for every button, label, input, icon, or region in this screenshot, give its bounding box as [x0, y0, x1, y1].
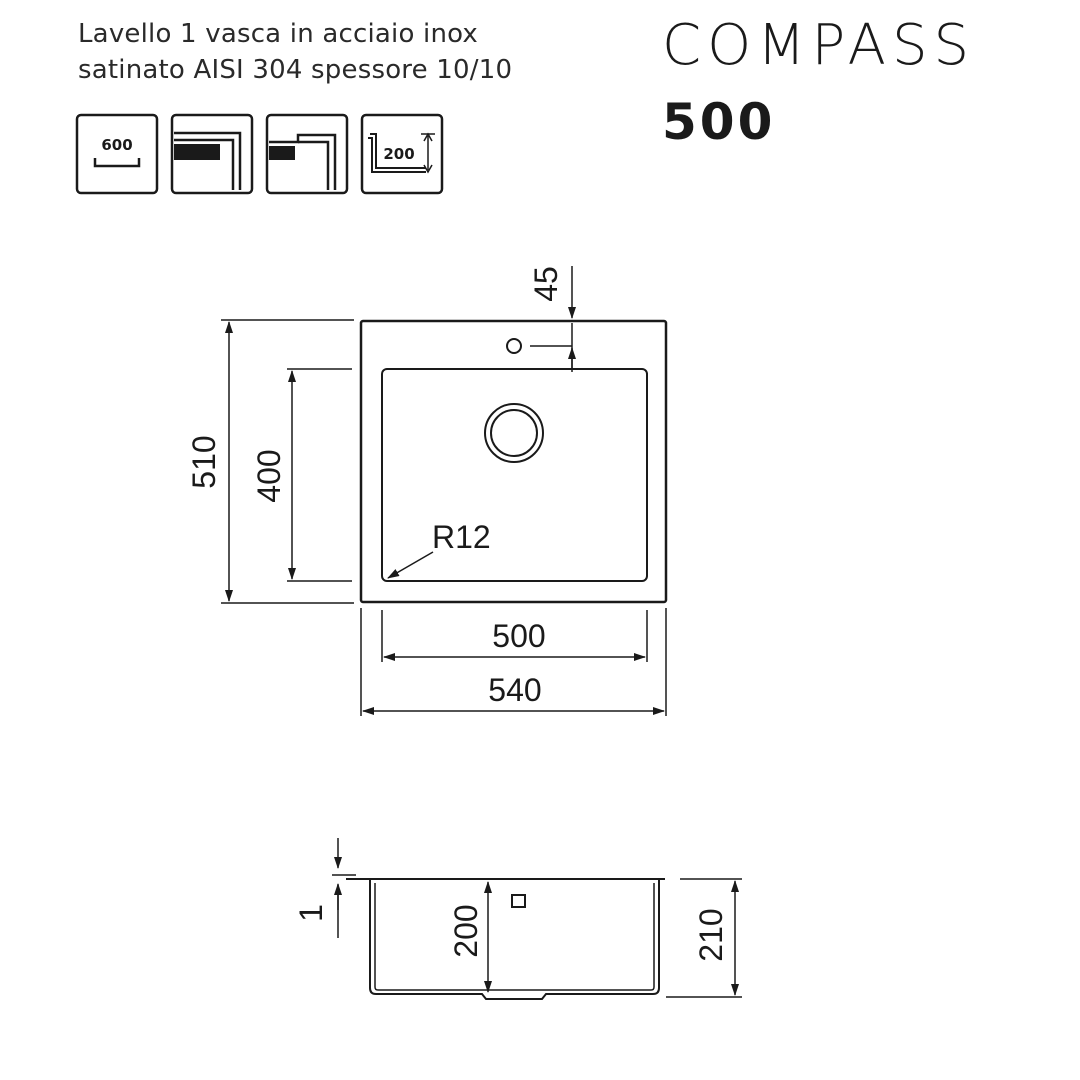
cabinet-width-label: 600: [101, 136, 132, 154]
bowl-height-label: 200: [448, 904, 484, 957]
bowl-depth-label: 200: [383, 145, 414, 163]
drain-icon: [484, 403, 544, 463]
tap-hole: [506, 338, 522, 354]
corner-radius-label: R12: [432, 519, 491, 555]
overall-height-label: 210: [693, 908, 729, 961]
sink-outer-outline: [359, 319, 668, 604]
overall-width-label: 540: [488, 672, 541, 708]
cabinet-width-icon: 600: [75, 113, 159, 195]
flush-mount-icon: [170, 113, 254, 195]
overall-depth-label: 510: [186, 435, 222, 488]
bowl-depth-dimension-label: 400: [251, 449, 287, 502]
model-number: 500: [662, 93, 776, 151]
sink-top-view: 45 510 400 R12 500 540: [186, 266, 668, 716]
bowl-outline: [381, 368, 648, 582]
product-description: Lavello 1 vasca in acciaio inox satinato…: [78, 16, 512, 88]
sink-section-view: 1 200 210: [293, 838, 742, 1000]
overflow-slot: [511, 894, 526, 908]
description-line-1: Lavello 1 vasca in acciaio inox: [78, 19, 479, 49]
brand-name: COMPASS: [662, 13, 976, 78]
tap-hole-offset-label: 45: [528, 266, 564, 302]
thickness-label: 1: [293, 904, 329, 922]
semi-flush-mount-icon: [265, 113, 349, 195]
bowl-width-label: 500: [492, 618, 545, 654]
bowl-depth-icon: 200: [360, 113, 444, 195]
bowl-profile: [369, 879, 660, 1000]
description-line-2: satinato AISI 304 spessore 10/10: [78, 55, 513, 85]
